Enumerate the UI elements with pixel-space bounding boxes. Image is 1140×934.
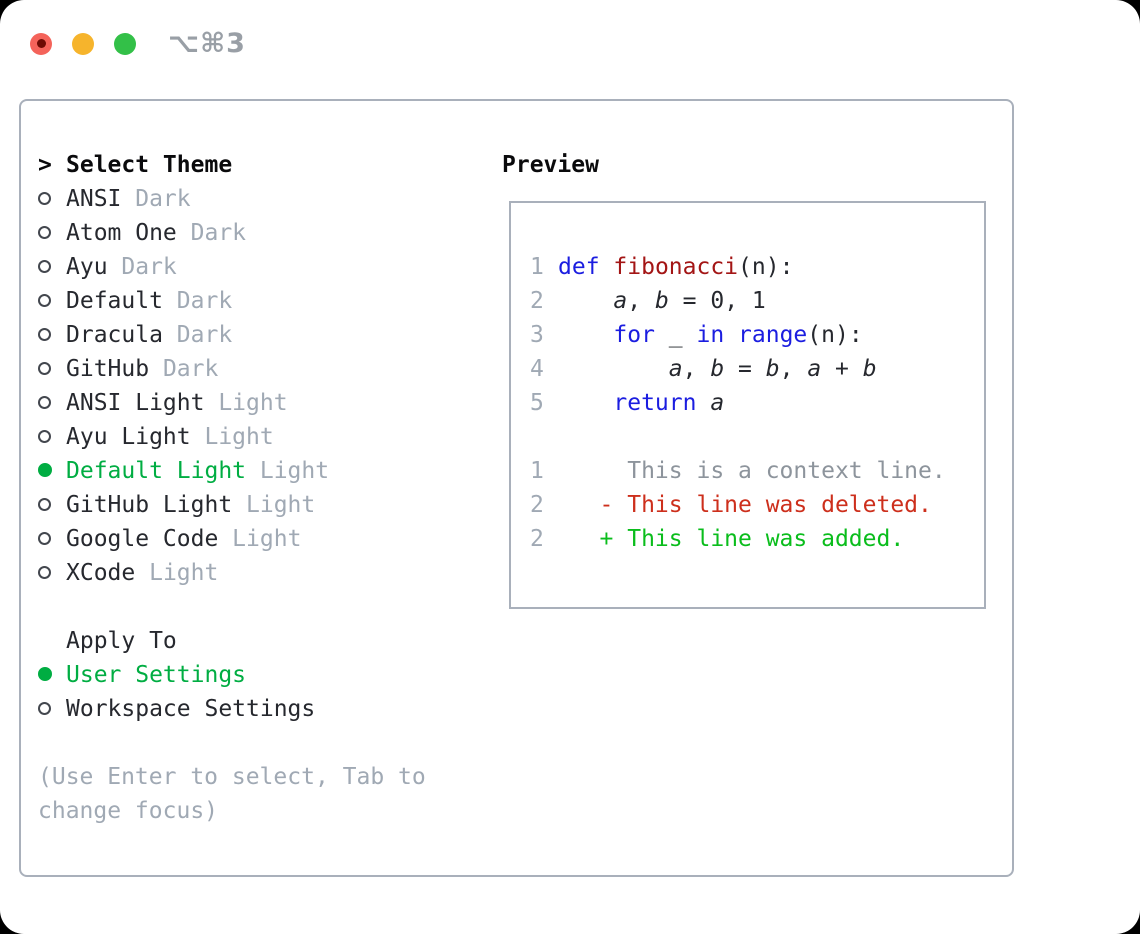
radio-icon bbox=[38, 327, 51, 341]
apply-to-header: Apply To bbox=[66, 628, 177, 654]
theme-option-ayu-dark[interactable]: Ayu Dark bbox=[38, 250, 426, 284]
close-button[interactable] bbox=[30, 32, 52, 55]
theme-variant: Dark bbox=[121, 186, 191, 212]
radio-icon bbox=[38, 531, 51, 545]
theme-variant: Light bbox=[204, 390, 288, 416]
titlebar: ⌥⌘3 bbox=[30, 28, 246, 59]
preview-header: Preview bbox=[502, 152, 599, 178]
theme-list-header: Select Theme bbox=[66, 152, 233, 178]
diff-preview: 1 This is a context line.2 - This line w… bbox=[530, 454, 984, 556]
apply-to-header-row: Apply To bbox=[38, 624, 426, 658]
theme-name: Google Code bbox=[66, 526, 219, 552]
line-number: 1 bbox=[530, 458, 544, 484]
theme-name: GitHub bbox=[66, 356, 150, 382]
theme-variant: Light bbox=[246, 458, 330, 484]
code-line: 4 a, b = b, a + b bbox=[530, 352, 984, 386]
theme-name: ANSI Light bbox=[66, 390, 205, 416]
prompt-icon: > bbox=[38, 152, 52, 178]
theme-list-header-row: > Select Theme bbox=[38, 148, 426, 182]
theme-name: Default Light bbox=[66, 458, 247, 484]
theme-name: Ayu bbox=[66, 254, 108, 280]
diff-line-added: 2 + This line was added. bbox=[530, 522, 984, 556]
apply-option-label: Workspace Settings bbox=[66, 696, 316, 722]
theme-variant: Light bbox=[218, 526, 302, 552]
theme-option-xcode-light[interactable]: XCode Light bbox=[38, 556, 426, 590]
theme-option-google-code-light[interactable]: Google Code Light bbox=[38, 522, 426, 556]
theme-name: Ayu Light bbox=[66, 424, 191, 450]
theme-name: Dracula bbox=[66, 322, 163, 348]
line-number: 5 bbox=[530, 390, 544, 416]
apply-option-user-settings[interactable]: User Settings bbox=[38, 658, 426, 692]
theme-name: Atom One bbox=[66, 220, 177, 246]
theme-option-ayu-light-light[interactable]: Ayu Light Light bbox=[38, 420, 426, 454]
zoom-button[interactable] bbox=[114, 32, 136, 55]
spacer bbox=[38, 590, 426, 624]
diff-line-context: 1 This is a context line. bbox=[530, 454, 984, 488]
theme-variant: Dark bbox=[176, 220, 247, 246]
diff-text: This is a context line. bbox=[558, 458, 946, 484]
spacer bbox=[530, 420, 984, 454]
theme-variant: Dark bbox=[162, 288, 233, 314]
apply-option-workspace-settings[interactable]: Workspace Settings bbox=[38, 692, 426, 726]
radio-icon bbox=[38, 395, 51, 409]
theme-option-default-light-light[interactable]: Default Light Light bbox=[38, 454, 426, 488]
theme-option-github-light-light[interactable]: GitHub Light Light bbox=[38, 488, 426, 522]
theme-option-ansi-dark[interactable]: ANSI Dark bbox=[38, 182, 426, 216]
theme-variant: Light bbox=[135, 560, 219, 586]
theme-variant: Light bbox=[232, 492, 316, 518]
diff-line-deleted: 2 - This line was deleted. bbox=[530, 488, 984, 522]
line-number: 1 bbox=[530, 254, 544, 280]
diff-text: + This line was added. bbox=[558, 526, 905, 552]
preview-header-row: Preview bbox=[502, 148, 986, 182]
diff-text: - This line was deleted. bbox=[558, 492, 932, 518]
close-dot-icon bbox=[36, 39, 46, 48]
spacer bbox=[38, 726, 426, 760]
theme-variant: Dark bbox=[149, 356, 219, 382]
code-line: 5 return a bbox=[530, 386, 984, 420]
code-line: 2 a, b = 0, 1 bbox=[530, 284, 984, 318]
radio-icon bbox=[38, 361, 51, 375]
theme-variant: Dark bbox=[162, 322, 233, 348]
theme-option-default-dark[interactable]: Default Dark bbox=[38, 284, 426, 318]
radio-icon bbox=[38, 497, 51, 511]
hint-line-1: (Use Enter to select, Tab to bbox=[38, 764, 426, 790]
code-line: 3 for _ in range(n): bbox=[530, 318, 984, 352]
line-number: 2 bbox=[530, 526, 544, 552]
radio-icon bbox=[38, 225, 51, 239]
theme-name: Default bbox=[66, 288, 163, 314]
theme-name: XCode bbox=[66, 560, 136, 586]
line-number: 2 bbox=[530, 288, 544, 314]
radio-selected-icon bbox=[38, 667, 52, 681]
radio-icon bbox=[38, 191, 51, 205]
hint-line-2: change focus) bbox=[38, 798, 219, 824]
theme-name: GitHub Light bbox=[66, 492, 233, 518]
minimize-button[interactable] bbox=[72, 32, 94, 55]
apply-option-label: User Settings bbox=[66, 662, 247, 688]
radio-icon bbox=[38, 565, 51, 579]
line-number: 2 bbox=[530, 492, 544, 518]
theme-variant: Dark bbox=[107, 254, 177, 280]
theme-name: ANSI bbox=[66, 186, 122, 212]
theme-option-github-dark[interactable]: GitHub Dark bbox=[38, 352, 426, 386]
window-title: ⌥⌘3 bbox=[168, 28, 246, 59]
line-number: 3 bbox=[530, 322, 544, 348]
line-number: 4 bbox=[530, 356, 544, 382]
theme-variant: Light bbox=[190, 424, 274, 450]
radio-icon bbox=[38, 429, 51, 443]
theme-option-dracula-dark[interactable]: Dracula Dark bbox=[38, 318, 426, 352]
radio-icon bbox=[38, 701, 51, 715]
theme-option-atom-one-dark[interactable]: Atom One Dark bbox=[38, 216, 426, 250]
theme-option-ansi-light-light[interactable]: ANSI Light Light bbox=[38, 386, 426, 420]
radio-icon bbox=[38, 293, 51, 307]
radio-selected-icon bbox=[38, 463, 52, 477]
radio-icon bbox=[38, 259, 51, 273]
